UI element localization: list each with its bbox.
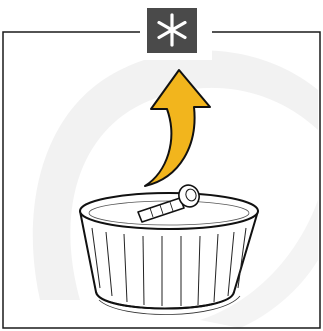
asterisk-badge: [140, 2, 212, 60]
